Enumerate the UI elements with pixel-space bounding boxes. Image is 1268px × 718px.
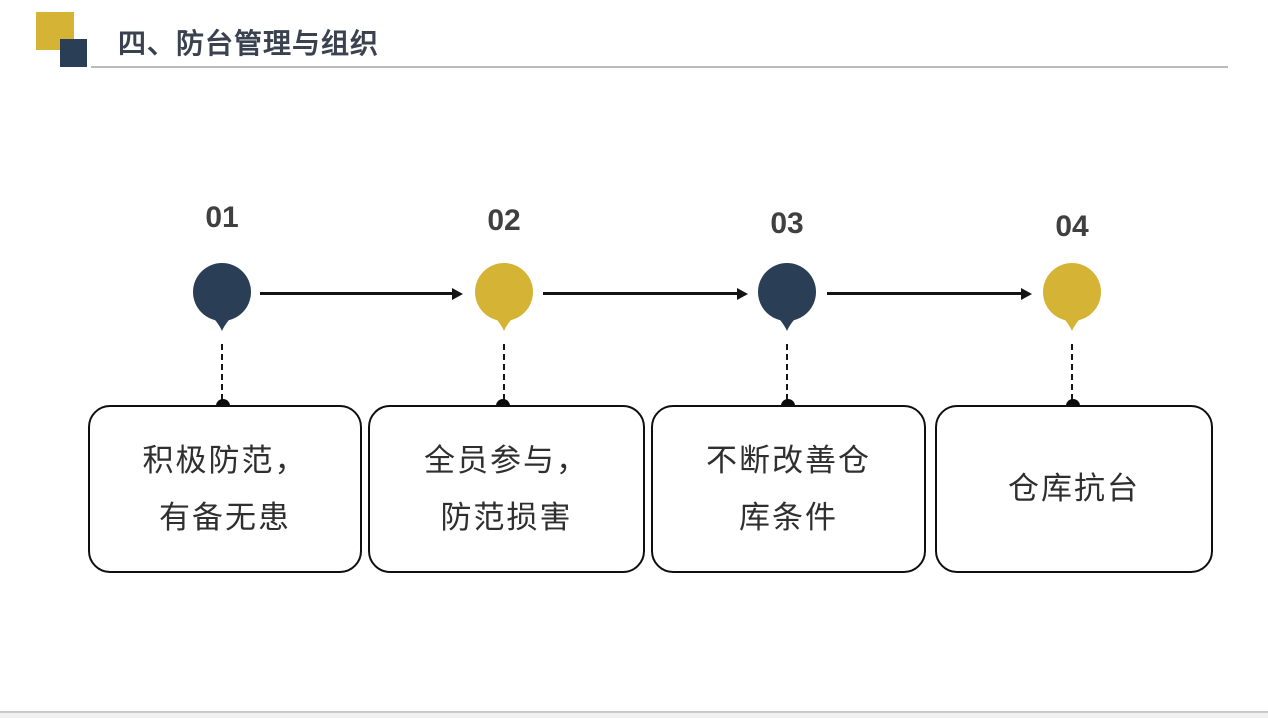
dashed-connector xyxy=(221,344,223,400)
dashed-connector xyxy=(1071,344,1073,400)
step-1-number: 01 xyxy=(205,201,239,234)
step-2-number: 02 xyxy=(487,204,521,237)
card-text-line: 积极防范， xyxy=(142,442,308,478)
card-text-line: 不断改善仓 xyxy=(706,442,871,478)
timeline-pin-icon xyxy=(475,263,533,331)
step-1-card: 积极防范， 有备无患 xyxy=(88,405,362,573)
step-3-number: 03 xyxy=(770,207,804,240)
dashed-connector xyxy=(786,344,788,400)
slide-bottom-strip xyxy=(0,713,1268,718)
card-text-line: 仓库抗台 xyxy=(1008,471,1140,507)
page-title: 四、防台管理与组织 xyxy=(118,28,380,59)
arrow-right-icon xyxy=(543,287,748,300)
card-text-line: 有备无患 xyxy=(159,500,291,535)
slide-bottom-border xyxy=(0,711,1268,713)
step-4-number: 04 xyxy=(1055,210,1089,243)
arrow-right-icon xyxy=(260,287,463,300)
timeline-pin-icon xyxy=(193,263,251,331)
timeline-pin-icon xyxy=(1043,263,1101,331)
card-text-line: 防范损害 xyxy=(440,500,573,535)
step-3-card: 不断改善仓 库条件 xyxy=(651,405,926,573)
card-text-line: 库条件 xyxy=(739,500,838,535)
step-4-card: 仓库抗台 xyxy=(935,405,1213,573)
timeline-pin-icon xyxy=(758,263,816,331)
accent-navy-square xyxy=(60,39,87,67)
step-2-card: 全员参与， 防范损害 xyxy=(368,405,645,573)
dashed-connector xyxy=(503,344,505,400)
header-divider xyxy=(91,66,1228,68)
card-text-line: 全员参与， xyxy=(424,442,589,478)
arrow-right-icon xyxy=(827,287,1032,300)
